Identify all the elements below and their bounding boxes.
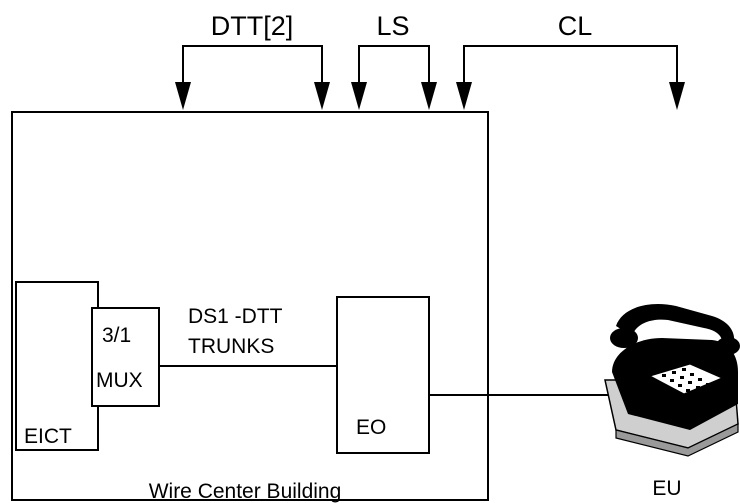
eo-box: [336, 296, 430, 454]
mux-box: [91, 307, 160, 407]
eo-label: EO: [356, 416, 386, 439]
telephone-icon: [604, 304, 740, 457]
cl-bracket-label: CL: [558, 11, 593, 41]
ls-bracket-label: LS: [376, 11, 409, 41]
dtt-bracket-label: DTT[2]: [211, 11, 294, 41]
trunk-label-line2: TRUNKS: [188, 335, 274, 358]
cl-bracket: [456, 45, 685, 110]
wire-center-building-label: Wire Center Building: [149, 480, 342, 503]
eict-label: EICT: [24, 425, 72, 448]
dtt-bracket: [175, 45, 330, 110]
mux-ratio-label: 3/1: [102, 324, 131, 347]
mux-label: MUX: [96, 369, 143, 392]
eu-label: EU: [652, 477, 681, 500]
wire-center-building-box: [11, 111, 489, 501]
eict-box: [15, 281, 99, 451]
ls-bracket: [351, 45, 437, 110]
trunk-label-line1: DS1 -DTT: [188, 305, 283, 328]
